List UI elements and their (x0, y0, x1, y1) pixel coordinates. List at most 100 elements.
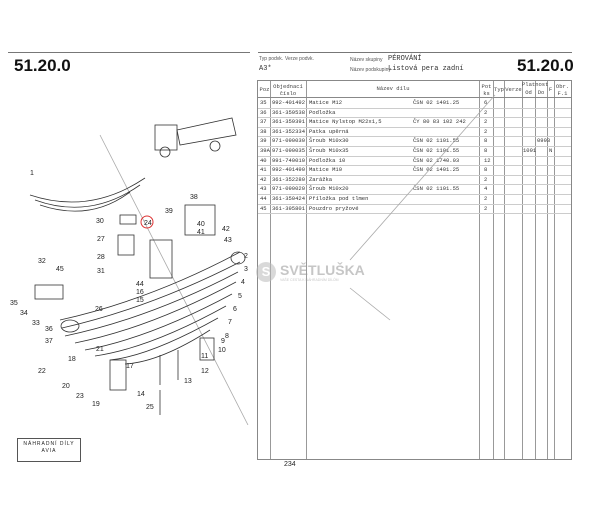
skupina-value: PÉROVÁNÍ (388, 55, 422, 63)
row-nazev: Šroub M10x35 (309, 147, 349, 154)
callout-13: 13 (184, 378, 192, 385)
row-nazev: Příložka pod tlmen (309, 195, 369, 202)
callout-26: 26 (95, 306, 103, 313)
callout-7: 7 (228, 319, 232, 326)
row-objednaci-cislo: 971-090030 (272, 137, 306, 145)
row-do: 0993 (537, 137, 551, 145)
row-nazev: Matice M10 (309, 166, 343, 174)
row-nazev: Šroub M10x30 (309, 137, 349, 145)
row-nazev: Podložka (309, 108, 336, 116)
callout-42: 42 (222, 226, 230, 233)
row-objednaci-cislo: 361-359538 (272, 108, 306, 116)
callout-15: 15 (136, 297, 144, 304)
row-objednaci-cislo: 991-740010 (272, 156, 306, 164)
row-norm: ČSN 02 1401.25 (413, 99, 460, 106)
skupina-label: Název skupiny (350, 57, 383, 63)
callout-34: 34 (20, 310, 28, 317)
row-objednaci-cislo: 361-352334 (272, 127, 306, 135)
row-norm: ČSN 02 1740.03 (413, 156, 460, 164)
row-norm: ČSN 02 1401.25 (413, 166, 460, 174)
row-pot-ks: 4 (484, 185, 488, 193)
callout-18: 18 (68, 356, 76, 363)
callout-44: 44 (136, 281, 144, 288)
row-pot-ks: 2 (484, 118, 488, 126)
row-pot-ks: 2 (484, 175, 488, 183)
left-header-rule (8, 52, 250, 53)
col-platnost: Platnost (522, 81, 549, 88)
row-nazev: Pouzdro pryžové (309, 204, 359, 212)
row-poz: 35 (260, 99, 267, 106)
row-norm: ČSN 02 1101.55 (413, 137, 460, 145)
footer-line-2: AVIA (41, 448, 57, 454)
row-poz: 36 (260, 108, 267, 116)
truck-icon (154, 117, 237, 158)
col-pot-ks: Pot ks (481, 83, 492, 97)
callout-14: 14 (137, 391, 145, 398)
row-pot-ks: 8 (484, 166, 488, 174)
callout-2: 2 (244, 253, 248, 260)
row-objednaci-cislo: 361-350424 (272, 195, 306, 202)
row-poz: 43 (260, 185, 267, 193)
row-norm: ČSN 02 1101.55 (413, 147, 460, 154)
row-poz: 41 (260, 166, 267, 174)
callout-39: 39 (165, 208, 173, 215)
col-typ: Typ (494, 86, 504, 93)
callout-27: 27 (97, 236, 105, 243)
row-od: 1091 (523, 147, 537, 154)
callout-22: 22 (38, 368, 46, 375)
row-poz: 40 (260, 156, 267, 164)
callout-31: 31 (97, 268, 105, 275)
callout-38: 38 (190, 194, 198, 201)
row-poz: 39A (260, 147, 270, 154)
row-pot-ks: 2 (484, 204, 488, 212)
callout-1: 1 (30, 170, 34, 177)
row-pot-ks: 2 (484, 127, 488, 135)
row-nazev: Podložka 10 (309, 156, 346, 164)
typ-label: Typ podvk. (259, 56, 284, 62)
callout-45: 45 (56, 266, 64, 273)
row-poz: 42 (260, 175, 267, 183)
manufacturer-box: NÁHRADNÍ DÍLY AVIA (17, 438, 81, 462)
callout-43: 43 (224, 237, 232, 244)
podskupina-value: Listová pera zadní (388, 65, 464, 73)
left-section-code: 51.20.0 (14, 56, 71, 75)
row-pot-ks: 6 (484, 99, 488, 106)
verze-label: Verze podvk. (285, 56, 314, 62)
podskupina-label: Název podskupiny (350, 67, 391, 73)
callout-28: 28 (97, 254, 105, 261)
row-norm: ČY 80 83 102 242 (413, 118, 466, 126)
row-nazev: Matice M12 (309, 99, 343, 106)
callout-20: 20 (62, 383, 70, 390)
row-nazev: Šroub M10x20 (309, 185, 349, 193)
callout-24: 24 (144, 220, 152, 227)
row-pot-ks: 8 (484, 137, 488, 145)
callout-21: 21 (96, 346, 104, 353)
page-number: 234 (284, 461, 296, 468)
row-nazev: Patka upěrná (309, 127, 349, 135)
row-objednaci-cislo: 971-090035 (272, 147, 306, 154)
row-pot-ks: 2 (484, 195, 488, 202)
watermark-name: SVĚTLUŠKA (280, 262, 365, 278)
diagonal-strike-line (349, 94, 496, 321)
row-pot-ks: 2 (484, 108, 488, 116)
row-nazev: Zarážka (309, 175, 333, 183)
col-obr: Obr. F.1 (555, 83, 570, 97)
callout-12: 12 (201, 368, 209, 375)
row-objednaci-cislo: 361-359391 (272, 118, 306, 126)
row-pot-ks: 8 (484, 147, 488, 154)
row-poz: 37 (260, 118, 267, 126)
row-poz: 39 (260, 137, 267, 145)
row-norm: ČSN 02 1101.55 (413, 185, 460, 193)
col-nazev-dilu: Název dílu (376, 85, 410, 92)
callout-5: 5 (238, 293, 242, 300)
callout-36: 36 (45, 326, 53, 333)
row-objednaci-cislo: 992-401492 (272, 99, 306, 106)
